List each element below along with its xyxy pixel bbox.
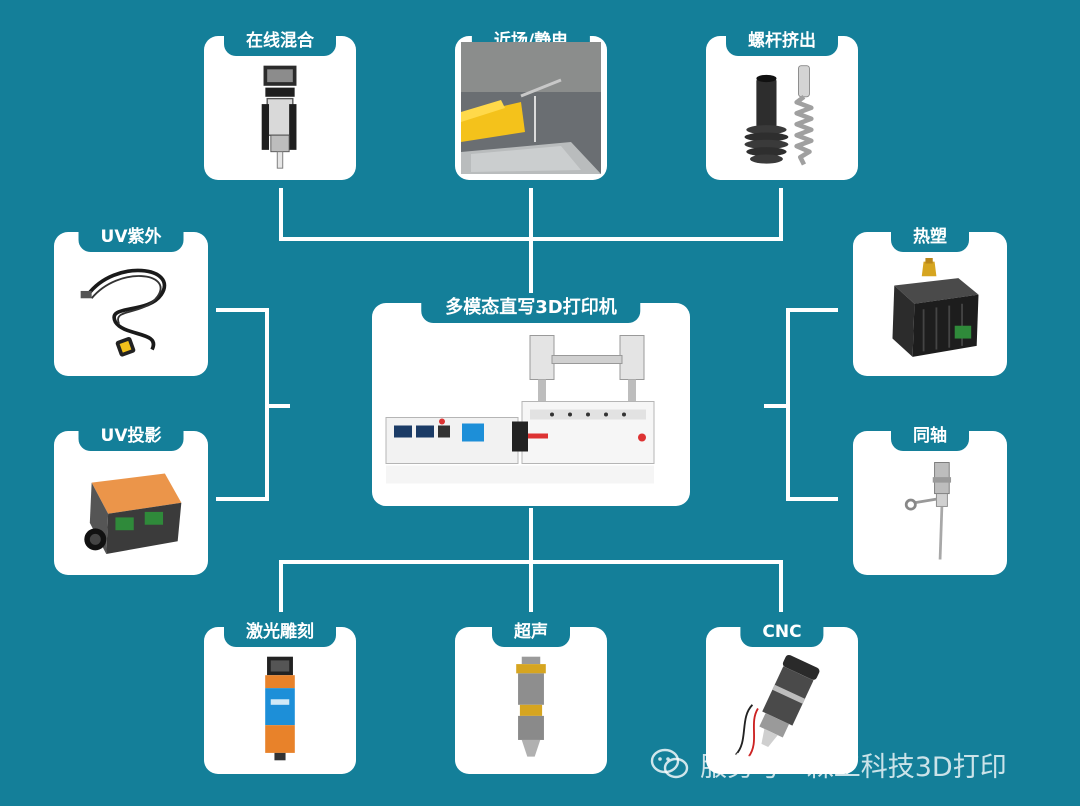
mixing-head-icon: [204, 62, 356, 170]
connector-bottom-mid-rise: [529, 508, 533, 612]
module-card-laser-engraving[interactable]: 激光雕刻: [204, 617, 356, 774]
module-card-thermoplastic[interactable]: 热塑: [853, 222, 1007, 376]
connector-left-upper: [216, 308, 268, 312]
watermark: 服务号 · 森工科技3D打印: [650, 744, 1007, 784]
module-title: UV投影: [78, 421, 184, 451]
ultrasonic-horn-icon: [455, 653, 607, 764]
connector-left-lower: [216, 497, 268, 501]
module-title: CNC: [740, 617, 824, 647]
connector-bottom-right-rise: [779, 560, 783, 612]
central-printer-card[interactable]: 多模态直写3D打印机: [372, 293, 690, 506]
connector-left-stub: [265, 404, 290, 408]
module-card-ultrasonic[interactable]: 超声: [455, 617, 607, 774]
connector-right-lower: [786, 497, 838, 501]
module-title: 激光雕刻: [224, 617, 336, 647]
laser-module-icon: [204, 653, 356, 764]
uv-light-guide-icon: [54, 258, 208, 366]
hotend-icon: [853, 258, 1007, 366]
module-card-uv-curing[interactable]: UV紫外: [54, 222, 208, 376]
wechat-icon: [650, 748, 689, 779]
module-card-uv-projection[interactable]: UV投影: [54, 421, 208, 575]
printer-machine-icon: [372, 325, 690, 498]
connector-top-right-drop: [779, 188, 783, 240]
connector-right-stub: [764, 404, 789, 408]
connector-right-upper: [786, 308, 838, 312]
coaxial-needle-icon: [853, 457, 1007, 565]
central-printer-title: 多模态直写3D打印机: [421, 293, 641, 323]
cnc-spindle-icon: [706, 653, 858, 764]
electrospinning-photo-icon: [461, 42, 601, 174]
module-card-screw-extrusion[interactable]: 螺杆挤出: [706, 26, 858, 180]
connector-top-left-drop: [279, 188, 283, 240]
watermark-text: 服务号 · 森工科技3D打印: [700, 751, 1007, 783]
module-title: UV紫外: [78, 222, 184, 252]
screw-extruder-icon: [706, 62, 858, 170]
connector-top-mid-drop: [529, 188, 533, 302]
module-title: 在线混合: [224, 26, 336, 56]
module-card-inline-mixing[interactable]: 在线混合: [204, 26, 356, 180]
module-title: 超声: [492, 617, 570, 647]
module-title: 螺杆挤出: [726, 26, 838, 56]
module-title: 同轴: [891, 421, 969, 451]
module-card-cnc[interactable]: CNC: [706, 617, 858, 774]
connector-bottom-left-rise: [279, 560, 283, 612]
module-card-near-field[interactable]: 近场/静电: [455, 26, 607, 180]
module-title: 热塑: [891, 222, 969, 252]
module-card-coaxial[interactable]: 同轴: [853, 421, 1007, 575]
uv-projector-icon: [54, 457, 208, 565]
